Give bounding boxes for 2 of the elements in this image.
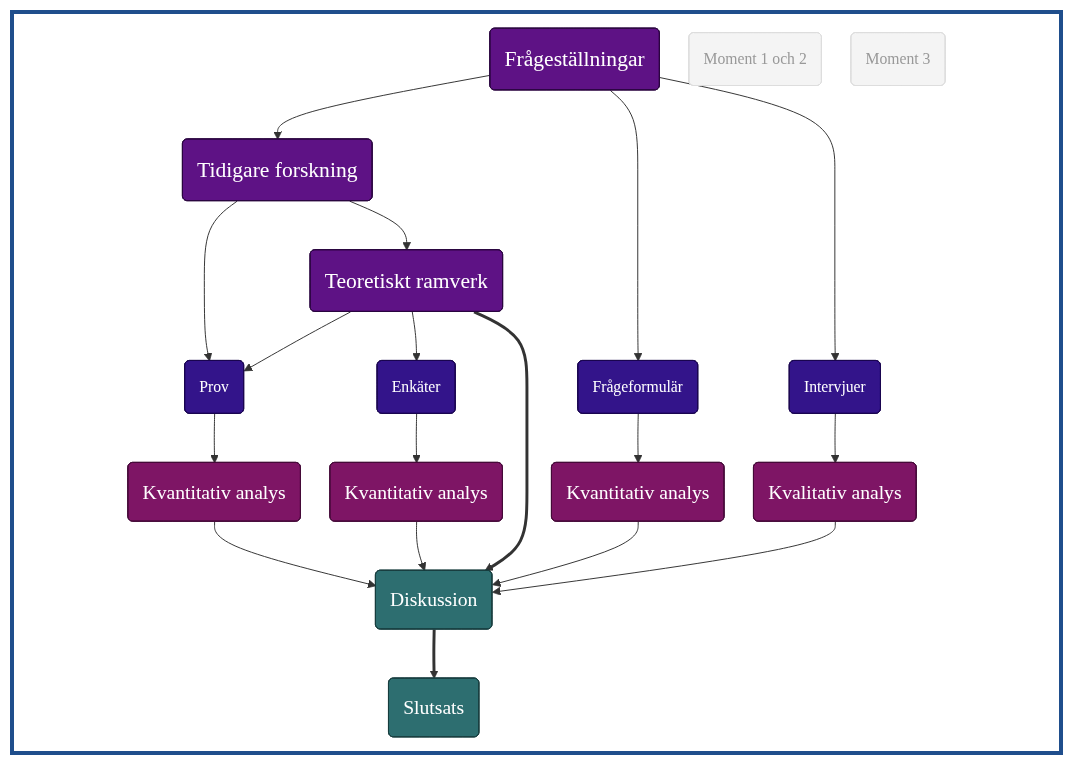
arrow <box>473 310 529 572</box>
arrow <box>429 629 439 679</box>
